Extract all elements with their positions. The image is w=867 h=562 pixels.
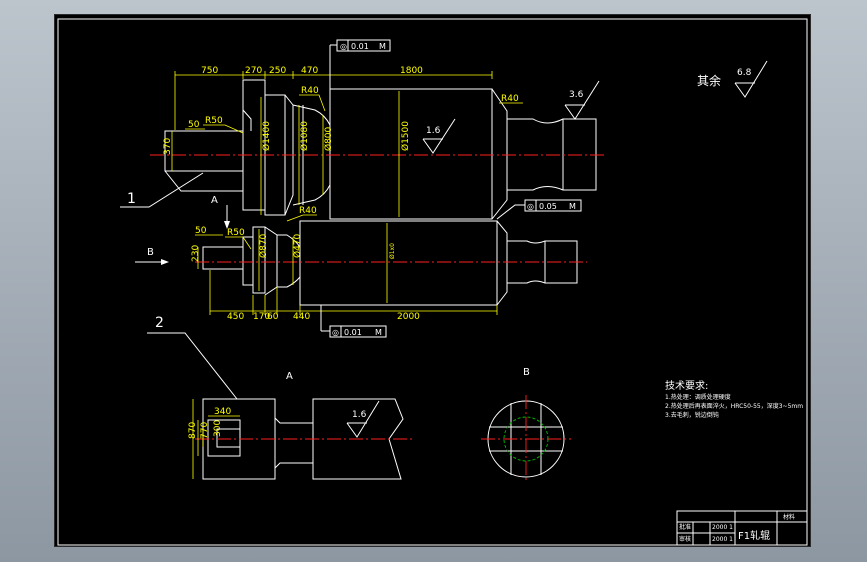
svg-text:6.8: 6.8 [737,68,752,78]
label-r50-top: R50 [205,116,223,126]
dim-d870: Ø870 [258,233,269,258]
dim-d800: Ø800 [323,126,334,151]
dim-170: 170 [253,312,270,322]
upper-roll [164,79,597,220]
svg-text:870: 870 [188,422,198,439]
dim-d470: Ø470 [292,233,303,258]
view-a-dimensions: 870 770 300 340 [188,399,240,479]
dim-50-low: 50 [195,226,207,236]
svg-text:1.6: 1.6 [352,410,367,420]
svg-text:M: M [379,42,386,51]
dim-1800: 1800 [400,66,423,76]
callout-1: 1 [120,172,204,208]
svg-text:M: M [375,328,382,337]
dim-370: 370 [163,138,173,155]
drawing-viewport[interactable]: 750 270 250 470 1800 370 50 R50 Ø1400 Ø1… [54,14,811,547]
svg-text:◎: ◎ [527,202,534,211]
svg-text:1: 1 [127,191,136,207]
lower-dimensions: 450 170 60 440 2000 230 50 R50 Ø870 Ø470… [191,206,498,322]
dim-60: 60 [267,312,279,322]
dim-270: 270 [245,66,262,76]
tech-item-1: 1.热处理：调质处理硬度 [665,393,731,401]
arrow-b-label: B [147,247,154,258]
tb-tag: 材料 [783,513,795,521]
dim-470: 470 [301,66,318,76]
svg-text:◎: ◎ [340,42,347,51]
view-b-title: B [523,367,530,378]
dim-50-top: 50 [188,120,200,130]
cad-drawing[interactable]: 750 270 250 470 1800 370 50 R50 Ø1400 Ø1… [55,15,812,548]
svg-text:0.01: 0.01 [344,328,362,337]
roughness-other: 其余 6.8 [697,60,768,98]
svg-text:0.05: 0.05 [539,202,557,211]
svg-text:◎: ◎ [332,328,339,337]
tech-requirements: 技术要求: 1.热处理：调质处理硬度 2.热处理后再表面淬火，HRC50-55，… [665,379,803,419]
svg-text:2: 2 [155,315,164,331]
tech-item-3: 3.去毛刺，锐边倒钝 [665,411,719,419]
dim-small: Ø1x0 [389,243,396,259]
svg-text:300: 300 [213,420,223,437]
dim-250: 250 [269,66,286,76]
upper-dimensions: 750 270 250 470 1800 370 50 R50 Ø1400 Ø1… [163,66,523,217]
callout-2: 2 [147,315,238,400]
dim-2000: 2000 [397,312,420,322]
svg-text:340: 340 [214,407,231,417]
dim-d1500: Ø1500 [400,121,411,151]
label-r40-b: R40 [501,94,519,104]
svg-text:770: 770 [200,422,210,439]
drawing-frame [57,18,808,546]
roughness-upper: 1.6 3.6 [422,80,600,154]
tb-row-2: 审核 [679,535,691,543]
dim-230: 230 [191,245,201,262]
tb-code-2: 2000 1 [712,536,733,543]
tb-part-name: F1轧辊 [738,529,770,542]
svg-text:M: M [569,202,576,211]
view-arrows: A B [135,195,230,265]
tolerance-frame-bottom: ◎ 0.01 M [320,305,387,338]
label-r40-a: R40 [301,86,319,96]
tech-title: 技术要求: [665,379,708,392]
label-r40-c: R40 [299,206,317,216]
arrow-a-label: A [211,195,218,206]
tb-code-1: 2000 1 [712,524,733,531]
tolerance-frame-top: ◎ 0.01 M [329,39,391,89]
dim-d1400: Ø1400 [261,121,272,151]
tech-item-2: 2.热处理后再表面淬火，HRC50-55，深度3~5mm [665,402,803,410]
view-a-title: A [286,371,293,382]
tb-row-1: 批准 [679,523,691,531]
dim-440: 440 [293,312,310,322]
svg-text:3.6: 3.6 [569,90,584,100]
tolerance-frame-mid: ◎ 0.05 M [496,199,582,220]
dim-450: 450 [227,312,244,322]
svg-text:1.6: 1.6 [426,126,441,136]
dim-d1080: Ø1080 [299,121,310,151]
label-r50-low: R50 [227,228,245,238]
title-block: 批准 审核 2000 1 2000 1 F1轧辊 材料 [676,510,808,546]
svg-text:其余: 其余 [697,73,721,88]
dim-750: 750 [201,66,218,76]
svg-text:0.01: 0.01 [351,42,369,51]
roughness-view-a: 1.6 [346,400,380,438]
